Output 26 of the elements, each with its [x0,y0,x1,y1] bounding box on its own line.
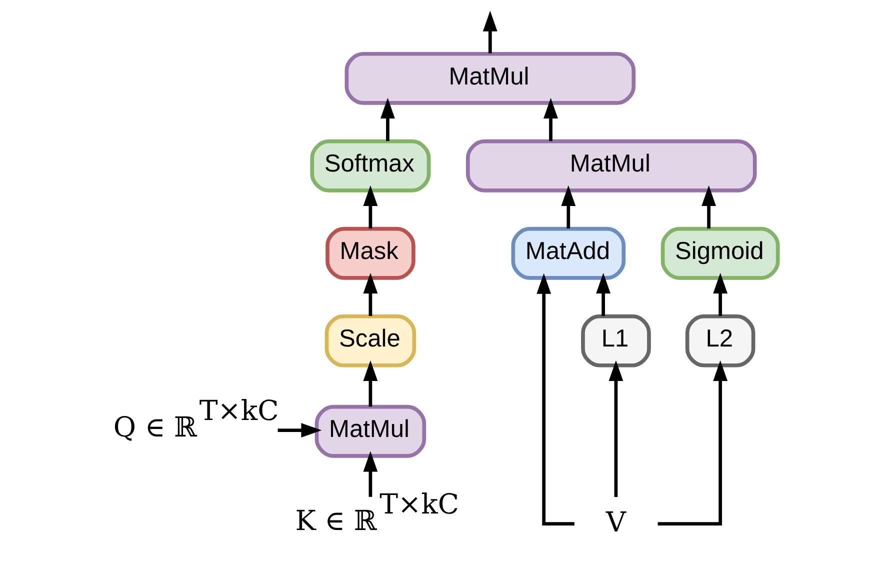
arrow [277,423,322,438]
node-box: Softmax [310,139,430,192]
node-box: MatAdd [510,226,626,280]
node-box: Sigmoid [660,226,780,280]
arrow [657,360,728,526]
node-box: MatMul [465,139,756,192]
arrow [380,98,394,142]
node-box: L1 [580,314,650,368]
arrow [362,185,378,229]
arrow [712,272,728,316]
node-text: V [605,506,626,539]
arrow [608,360,623,497]
arrow [362,451,378,497]
node-box: MatMul [314,404,426,458]
arrow [536,273,574,526]
arrow [482,10,497,54]
node-box: L2 [684,314,755,368]
arrow [560,185,576,229]
arrow [543,98,558,142]
node-box: MatMul [344,52,636,105]
arrow [362,272,378,316]
arrow [701,185,716,229]
node-box: Mask [325,226,415,280]
arrow [596,272,610,316]
node-box: Scale [324,314,416,368]
arrow [362,360,378,407]
